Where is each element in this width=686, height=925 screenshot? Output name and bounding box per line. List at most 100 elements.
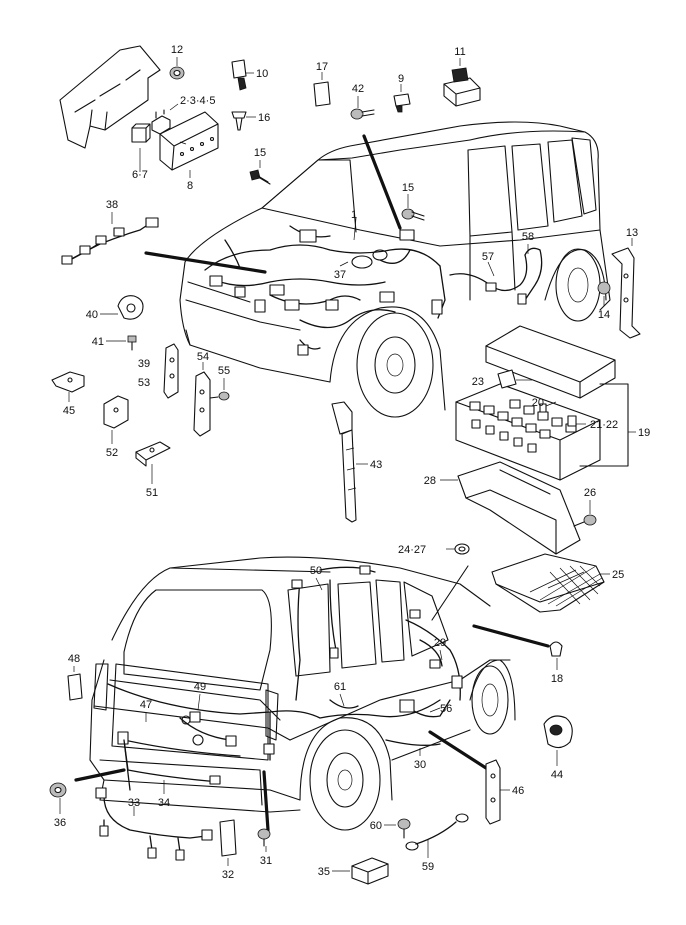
callout-14: 14 (598, 309, 610, 321)
callout-32: 32 (222, 869, 234, 881)
callout-23: 23 (472, 376, 484, 388)
harness-part-33 (95, 787, 213, 861)
callout-29: 29 (434, 637, 446, 649)
callout-38: 38 (106, 199, 118, 211)
cable-tie-part-43 (331, 401, 368, 523)
callout-10: 10 (256, 68, 268, 80)
callout-46: 46 (512, 785, 524, 797)
callout-42: 42 (352, 83, 364, 95)
callout-36: 36 (54, 817, 66, 829)
bracket-part-45 (51, 371, 85, 402)
bracket-part-52 (103, 395, 129, 444)
callout-56: 56 (440, 703, 452, 715)
callout-30: 30 (414, 759, 426, 771)
callout-13: 13 (626, 227, 638, 239)
bolt-part-41 (106, 335, 137, 351)
block-part-35 (332, 857, 389, 885)
callout-41: 41 (92, 336, 104, 348)
callout-2345: 2·3·4·5 (180, 95, 215, 107)
grommet-part-44 (543, 715, 573, 766)
callout-55: 55 (218, 365, 230, 377)
callout-49: 49 (194, 681, 206, 693)
callout-58: 58 (522, 231, 534, 243)
callout-labels: 1 2·3·4·5 6·7 8 9 10 11 12 13 14 15 15 1… (54, 44, 650, 881)
bracket-part-54 (193, 362, 211, 437)
bolt-part-15a (249, 160, 271, 185)
callout-33: 33 (128, 797, 140, 809)
callout-67: 6·7 (132, 169, 148, 181)
callout-12: 12 (171, 44, 183, 56)
grommet-part-12 (169, 57, 185, 80)
callout-61: 61 (334, 681, 346, 693)
callout-60: 60 (370, 820, 382, 832)
callout-51: 51 (146, 487, 158, 499)
callout-9: 9 (398, 73, 404, 85)
callout-57: 57 (482, 251, 494, 263)
label-part-17 (313, 72, 331, 107)
bolt-part-60 (384, 818, 411, 839)
callout-39: 39 (138, 358, 150, 370)
callout-44: 44 (551, 769, 563, 781)
grommet-part-14 (597, 281, 611, 306)
bracket-part-3953 (163, 343, 179, 399)
callout-15a: 15 (254, 147, 266, 159)
relay-part-67 (131, 123, 151, 143)
callout-18: 18 (551, 673, 563, 685)
door-harness (449, 247, 543, 305)
relay-part-11 (443, 58, 481, 107)
callout-37: 37 (334, 269, 346, 281)
callout-40: 40 (86, 309, 98, 321)
relay-bracket-part (59, 45, 219, 178)
bracket-part-46 (485, 759, 510, 825)
callout-31: 31 (260, 855, 272, 867)
rear-vehicle-body (89, 556, 516, 831)
ground-strap-part-59 (405, 813, 469, 858)
callout-52: 52 (106, 447, 118, 459)
callout-59: 59 (422, 861, 434, 873)
relay-part-2345 (151, 103, 179, 135)
callout-2122: 21·22 (590, 419, 618, 431)
label-part-32 (219, 819, 237, 866)
bolt-part-15b (401, 194, 425, 221)
callout-2427: 24·27 (398, 544, 426, 556)
callout-8: 8 (187, 180, 193, 192)
callout-35: 35 (318, 866, 330, 878)
bolt-part-55 (209, 378, 230, 401)
callout-25: 25 (612, 569, 624, 581)
callout-43: 43 (370, 459, 382, 471)
harness-part-34 (123, 739, 131, 791)
callout-53: 53 (138, 377, 150, 389)
callout-16: 16 (258, 112, 270, 124)
callout-15b: 15 (402, 182, 414, 194)
callout-20: 20 (532, 397, 544, 409)
grommet-part-36 (49, 782, 67, 814)
callout-11: 11 (454, 46, 465, 58)
label-part-48 (67, 666, 83, 701)
rear-wiring-harness (107, 565, 463, 785)
callout-54: 54 (197, 351, 209, 363)
front-vehicle-body (179, 121, 611, 418)
bolt-part-42 (350, 96, 375, 120)
bracket-part-13 (611, 238, 641, 339)
callout-17: 17 (316, 61, 328, 73)
callout-47: 47 (140, 699, 152, 711)
callout-1: 1 (351, 209, 357, 221)
fuse-box-assembly (440, 325, 636, 613)
callout-45: 45 (63, 405, 75, 417)
clip-part-16 (231, 111, 256, 131)
harness-part-38 (61, 212, 159, 265)
callout-50: 50 (310, 565, 322, 577)
callout-34: 34 (158, 797, 170, 809)
bolt-part-31 (257, 828, 271, 852)
front-wiring-harness (204, 225, 446, 356)
relay-part-9 (393, 84, 411, 113)
callout-28: 28 (424, 475, 436, 487)
callout-26: 26 (584, 487, 596, 499)
grommet-part-40 (100, 295, 144, 320)
callout-48: 48 (68, 653, 80, 665)
grommet-part-18 (549, 641, 563, 670)
bracket-part-51 (135, 441, 171, 484)
callout-19: 19 (638, 427, 650, 439)
relay-part-10 (231, 59, 254, 91)
